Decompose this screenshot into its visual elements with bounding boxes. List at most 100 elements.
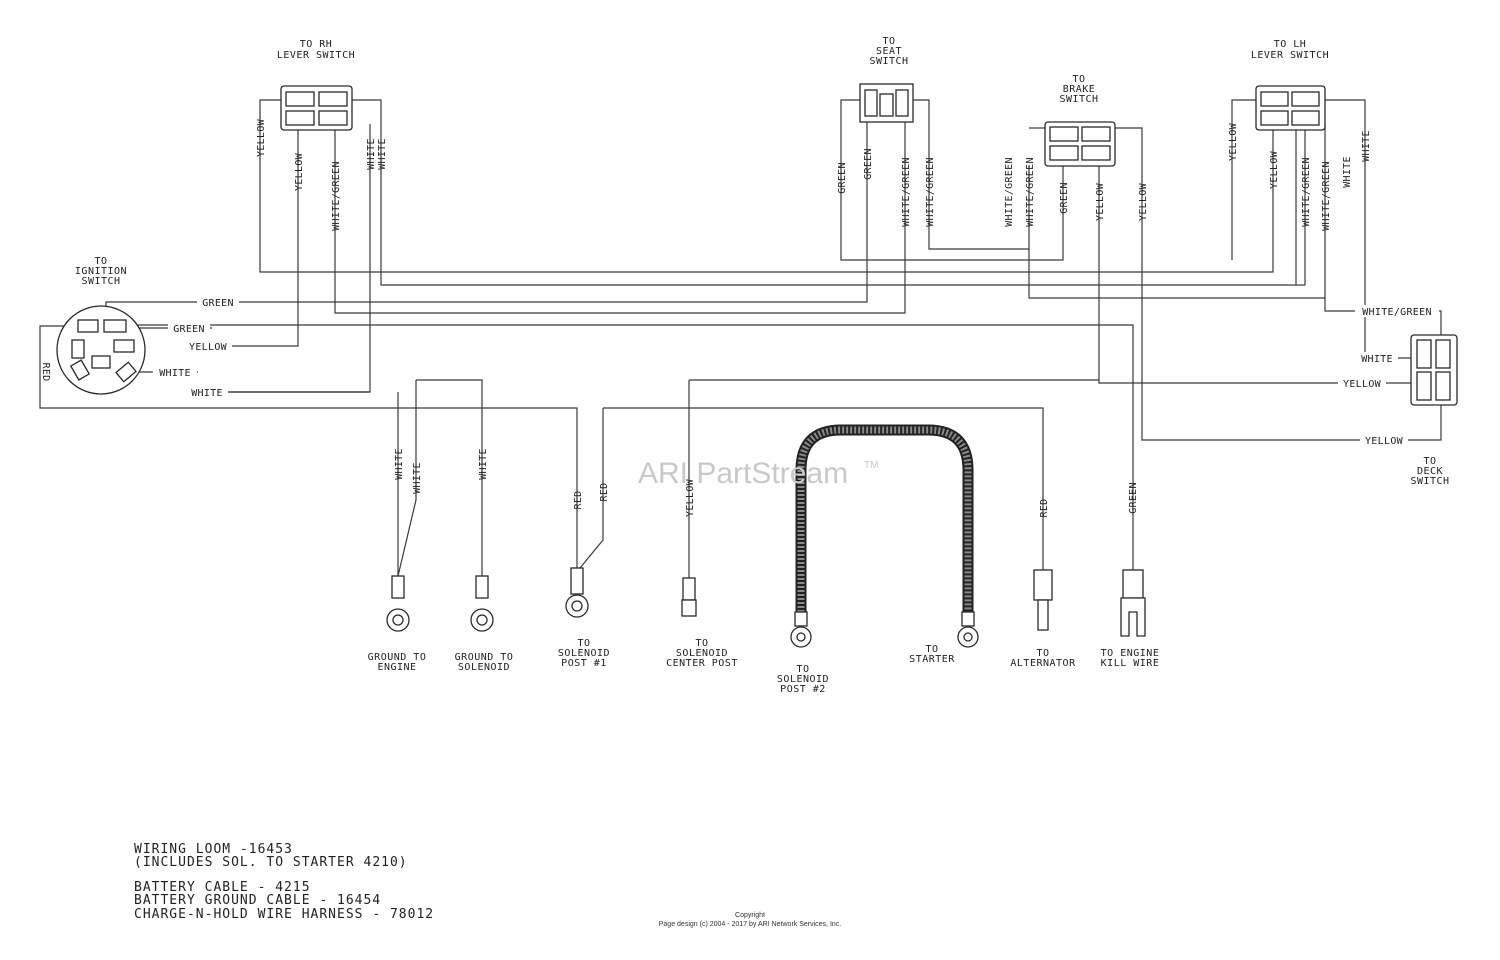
- deck-label-line1: TO: [1423, 456, 1436, 467]
- wire-label: YELLOW: [1095, 182, 1106, 221]
- wire-label: YELLOW: [1343, 379, 1382, 390]
- wire-label: GREEN: [173, 324, 205, 335]
- ground-engine-label-2: ENGINE: [377, 662, 416, 673]
- brake-label-line3: SWITCH: [1059, 94, 1098, 105]
- solenoid-post1-label-3: POST #1: [561, 658, 607, 669]
- wire-label: GREEN: [1059, 182, 1070, 214]
- wire-label: WHITE: [478, 448, 489, 480]
- wire-label: WHITE/GREEN: [331, 161, 342, 231]
- starter-label-1: TO: [925, 644, 938, 655]
- deck-label-line2: DECK: [1417, 466, 1443, 477]
- solenoid-post1-label-2: SOLENOID: [558, 648, 610, 659]
- wire-label: YELLOW: [1365, 436, 1404, 447]
- wire-label: WHITE/GREEN: [1025, 157, 1036, 227]
- wire-label: YELLOW: [685, 478, 696, 517]
- wire-label: YELLOW: [256, 118, 267, 157]
- wire-label: RED: [573, 491, 584, 510]
- wire-label: WHITE/GREEN: [925, 157, 936, 227]
- brake-switch-connector: [1044, 121, 1116, 167]
- note-line: (INCLUDES SOL. TO STARTER 4210): [134, 855, 408, 870]
- seat-switch-connector: [859, 83, 914, 123]
- rh-lever-label-line1: TO RH: [300, 39, 333, 50]
- wire-label: WHITE/GREEN: [1362, 307, 1432, 318]
- deck-switch-connector: [1410, 334, 1458, 406]
- wire-label: RED: [40, 363, 51, 382]
- kill-wire-label-2: KILL WIRE: [1101, 658, 1160, 669]
- note-line: WIRING LOOM -16453: [134, 842, 293, 857]
- alternator-terminal: [1033, 569, 1053, 631]
- wires: [39, 99, 1442, 578]
- brake-label-line1: TO: [1072, 74, 1085, 85]
- wire-label: RED: [599, 483, 610, 502]
- ground-solenoid-label-2: SOLENOID: [458, 662, 510, 673]
- alternator-label-1: TO: [1036, 648, 1049, 659]
- terminal-labels: GROUND TO ENGINE GROUND TO SOLENOID TO S…: [368, 638, 1160, 695]
- wire-label: GREEN: [863, 148, 874, 180]
- wire-label: WHITE: [191, 388, 223, 399]
- solenoid-center-label-2: SOLENOID: [676, 648, 728, 659]
- wire-label: WHITE: [1342, 156, 1353, 188]
- wire-label: GREEN: [202, 298, 234, 309]
- note-line: BATTERY GROUND CABLE - 16454: [134, 893, 381, 908]
- wire-label: WHITE: [377, 138, 388, 170]
- wire-label: WHITE: [366, 138, 377, 170]
- ignition-label-line2: IGNITION: [75, 266, 127, 277]
- solenoid-post2-label-2: SOLENOID: [777, 674, 829, 685]
- ground-solenoid-label-1: GROUND TO: [455, 652, 514, 663]
- wire-label: WHITE: [159, 368, 191, 379]
- wire-label: YELLOW: [1138, 182, 1149, 221]
- solenoid-center-terminal: [681, 577, 697, 617]
- ground-solenoid-terminal: [470, 575, 494, 632]
- solenoid-post1-label-1: TO: [577, 638, 590, 649]
- wire-label: WHITE/GREEN: [1301, 157, 1312, 227]
- ignition-label-line3: SWITCH: [81, 276, 120, 287]
- wire-label: WHITE: [394, 448, 405, 480]
- brake-label-line2: BRAKE: [1063, 84, 1096, 95]
- rh-lever-switch-connector: [280, 85, 353, 131]
- wire-label: RED: [1039, 499, 1050, 518]
- copyright-title: Copyright: [735, 912, 765, 919]
- parts-notes: WIRING LOOM -16453 (INCLUDES SOL. TO STA…: [134, 842, 434, 922]
- rh-lever-label-line2: LEVER SWITCH: [277, 50, 355, 61]
- wire-label: WHITE/GREEN: [1321, 161, 1332, 231]
- solenoid-post2-label-3: POST #2: [780, 684, 826, 695]
- vertical-wire-labels: YELLOW YELLOW WHITE/GREEN WHITE WHITE GR…: [40, 118, 1372, 517]
- alternator-label-2: ALTERNATOR: [1010, 658, 1076, 669]
- starter-label-2: STARTER: [909, 654, 955, 665]
- ignition-label-line1: TO: [94, 256, 107, 267]
- deck-label-line3: SWITCH: [1410, 476, 1449, 487]
- wire-label: YELLOW: [1228, 122, 1239, 161]
- solenoid-post2-label-1: TO: [796, 664, 809, 675]
- wire-label: GREEN: [837, 162, 848, 194]
- wire-label: YELLOW: [1269, 150, 1280, 189]
- wire-label: WHITE: [1361, 354, 1393, 365]
- watermark-tm: TM: [864, 460, 878, 471]
- wire-label: YELLOW: [294, 152, 305, 191]
- battery-cable: [790, 424, 979, 648]
- wire-label: YELLOW: [189, 342, 228, 353]
- wire-label: WHITE: [412, 462, 423, 494]
- solenoid-post1-terminal: [565, 567, 589, 618]
- note-line: BATTERY CABLE - 4215: [134, 880, 311, 895]
- kill-wire-label-1: TO ENGINE: [1101, 648, 1160, 659]
- seat-label-line3: SWITCH: [869, 56, 908, 67]
- solenoid-center-label-1: TO: [695, 638, 708, 649]
- note-line: CHARGE-N-HOLD WIRE HARNESS - 78012: [134, 907, 434, 922]
- wire-label: WHITE/GREEN: [901, 157, 912, 227]
- connector-labels: TO RH LEVER SWITCH TO SEAT SWITCH TO BRA…: [75, 36, 1449, 487]
- lh-lever-label-line2: LEVER SWITCH: [1251, 50, 1329, 61]
- wire-label: WHITE: [1361, 130, 1372, 162]
- lh-lever-switch-connector: [1255, 85, 1326, 131]
- ground-engine-terminal: [386, 575, 410, 632]
- seat-label-line2: SEAT: [876, 46, 902, 57]
- seat-label-line1: TO: [882, 36, 895, 47]
- copyright-text: Page design (c) 2004 - 2017 by ARI Netwo…: [659, 921, 842, 928]
- lh-lever-label-line1: TO LH: [1274, 39, 1307, 50]
- wire-label: GREEN: [1128, 482, 1139, 514]
- wire-label: WHITE/GREEN: [1004, 157, 1015, 227]
- horizontal-wire-labels: GREEN GREEN YELLOW WHITE WHITE WHITE/GRE…: [153, 296, 1439, 447]
- solenoid-center-label-3: CENTER POST: [666, 658, 738, 669]
- kill-wire-terminal: [1120, 569, 1146, 637]
- ignition-switch-connector: [56, 305, 146, 395]
